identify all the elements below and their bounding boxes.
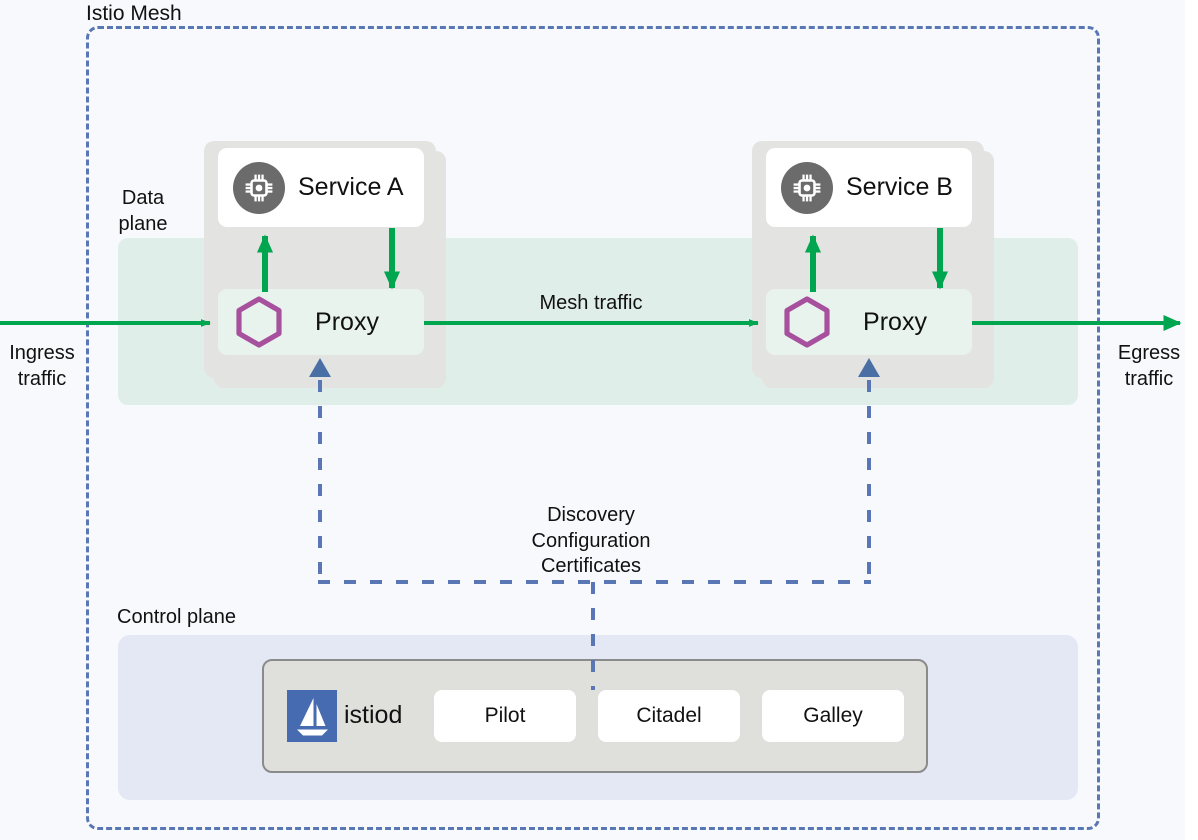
component-galley-label: Galley [803,704,863,727]
egress-label-line1: Egress [1117,342,1181,364]
service-b-box: Service B [766,148,972,227]
proxy-b-box: Proxy [766,289,972,355]
service-b-label: Service B [846,173,953,201]
ingress-traffic-label: Ingress traffic [2,340,82,392]
component-pilot[interactable]: Pilot [434,690,576,742]
control-signal-configuration: Configuration [531,529,651,552]
istiod-label: istiod [344,701,403,729]
service-a-box: Service A [218,148,424,227]
hexagon-icon [234,295,284,349]
component-pilot-label: Pilot [484,704,526,727]
istio-mesh-boundary [86,26,1100,830]
proxy-b-label: Proxy [863,307,927,336]
istio-sail-logo [287,690,337,742]
cpu-chip-icon [781,161,833,214]
egress-traffic-label: Egress traffic [1108,340,1190,392]
pod-service-b: Service B Proxy [752,141,994,388]
pod-service-a: Service A Proxy [204,141,446,388]
service-a-label: Service A [298,173,404,201]
control-signal-certificates: Certificates [540,555,642,577]
proxy-a-box: Proxy [218,289,424,355]
mesh-title-label: Istio Mesh [86,2,182,25]
proxy-a-label: Proxy [315,307,379,336]
ingress-label-line2: traffic [17,368,67,390]
data-plane-label-line1: Data [121,187,165,209]
ingress-label-line1: Ingress [9,342,75,364]
hexagon-icon [782,295,832,349]
egress-label-line2: traffic [1124,368,1174,390]
cpu-chip-icon [233,161,285,214]
control-plane-label: Control plane [117,606,236,628]
component-citadel[interactable]: Citadel [598,690,740,742]
mesh-traffic-label: Mesh traffic [539,292,643,314]
component-galley[interactable]: Galley [762,690,904,742]
component-citadel-label: Citadel [636,704,702,727]
control-signals-label: Discovery Configuration Certificates [493,503,689,580]
canvas-right-margin [1185,0,1198,840]
control-signal-discovery: Discovery [547,504,635,526]
data-plane-label: Data plane [105,185,181,237]
data-plane-label-line2: plane [118,213,168,235]
